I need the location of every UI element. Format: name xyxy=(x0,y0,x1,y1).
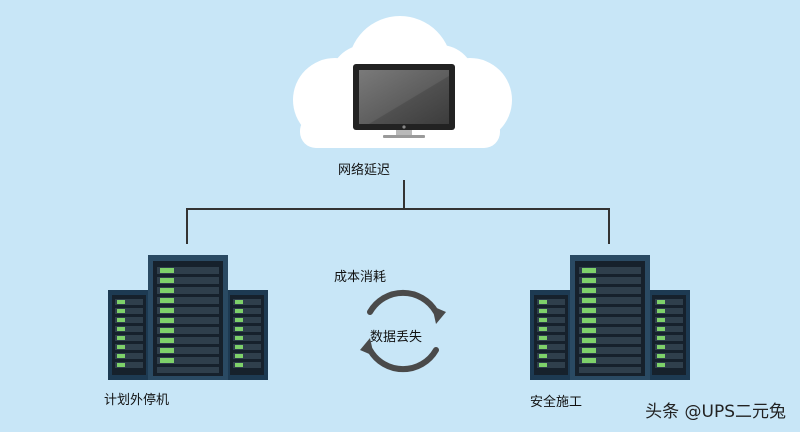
right-node-label: 安全施工 xyxy=(530,395,583,410)
center-top-label: 成本消耗 xyxy=(334,270,387,285)
center-middle-label: 数据丢失 xyxy=(370,330,423,345)
sync-arrows-icon xyxy=(360,289,446,373)
server-rack-icon xyxy=(108,255,268,380)
server-rack-icon xyxy=(530,255,690,380)
monitor-icon xyxy=(353,64,455,138)
left-node-label: 计划外停机 xyxy=(104,393,170,408)
watermark: 头条 @UPS二元兔 xyxy=(645,402,786,422)
cloud-node-label: 网络延迟 xyxy=(338,163,391,178)
connector-lines xyxy=(186,180,610,244)
